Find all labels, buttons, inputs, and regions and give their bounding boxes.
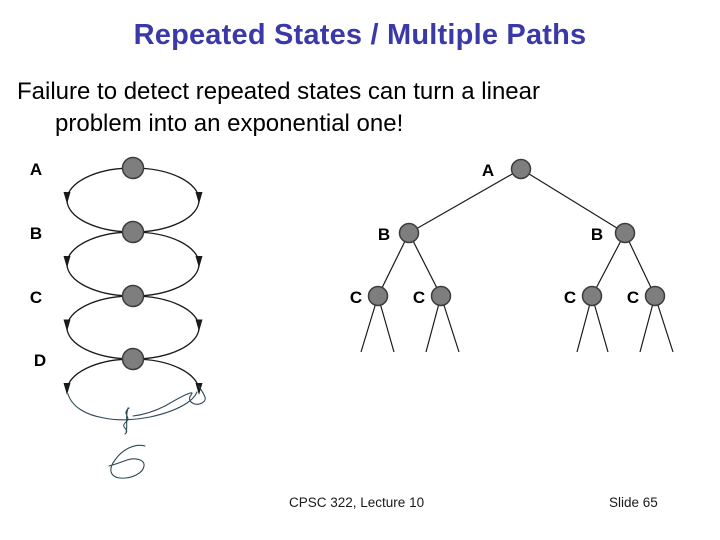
- tree-label-c1: C: [350, 288, 362, 307]
- footer-course-label: CPSC 322, Lecture 10: [289, 495, 425, 510]
- tree-label-c3: C: [564, 288, 576, 307]
- tree-node-b1: [398, 222, 420, 244]
- arrow-down-icon: [195, 256, 203, 268]
- tree-label-c4: C: [627, 288, 639, 307]
- arrow-down-icon: [63, 319, 71, 332]
- tree-edge: [408, 168, 522, 234]
- tree-node-c2: [430, 285, 452, 307]
- state-node-a: [121, 156, 145, 180]
- state-node-c: [121, 284, 145, 308]
- tree-node-c1: [367, 285, 389, 307]
- body-text-line-2: problem into an exponential one!: [55, 110, 404, 137]
- arrow-down-icon: [63, 383, 71, 395]
- tree-nodes: [367, 158, 666, 307]
- tree-edge: [624, 232, 656, 297]
- state-node-labels: A B C D: [30, 160, 46, 370]
- tree-label-b2: B: [591, 225, 603, 244]
- tree-node-b2: [614, 222, 636, 244]
- tree-node-labels: A B B C C C C: [350, 161, 639, 307]
- arrow-down-icon: [63, 256, 71, 268]
- arrow-down-icon: [63, 192, 71, 204]
- tree-edge: [408, 232, 442, 297]
- handwritten-ink: [67, 385, 206, 479]
- footer-slide-number: Slide 65: [609, 495, 658, 510]
- ink-loop-curve: [132, 385, 206, 417]
- body-text-line-1: Failure to detect repeated states can tu…: [17, 78, 540, 105]
- state-nodes: [121, 156, 145, 371]
- tree-edges: [360, 168, 674, 353]
- arrow-down-icon: [195, 383, 203, 395]
- ink-scribble: [123, 407, 130, 435]
- ink-six-glyph: [108, 444, 146, 479]
- state-label-c: C: [30, 288, 42, 307]
- state-node-d: [121, 347, 145, 371]
- slide-title: Repeated States / Multiple Paths: [133, 19, 587, 51]
- state-label-a: A: [30, 160, 42, 179]
- state-label-d: D: [34, 351, 46, 370]
- tree-edge: [377, 232, 410, 297]
- linear-graph-diagram: A B C D: [30, 156, 206, 479]
- arrow-down-icon: [195, 319, 203, 332]
- tree-label-a: A: [482, 161, 494, 180]
- state-label-b: B: [30, 224, 42, 243]
- ink-bottom-curve: [67, 391, 198, 421]
- tree-edge: [591, 232, 626, 297]
- tree-node-c4: [644, 285, 666, 307]
- tree-node-a: [510, 158, 532, 180]
- state-node-b: [121, 220, 145, 244]
- tree-label-c2: C: [413, 288, 425, 307]
- tree-node-c3: [581, 285, 603, 307]
- tree-label-b1: B: [378, 225, 390, 244]
- search-tree-diagram: A B B C C C C: [350, 158, 674, 353]
- tree-edge: [520, 168, 626, 234]
- arrow-down-icon: [195, 192, 203, 204]
- edge-arrowheads: [63, 192, 203, 395]
